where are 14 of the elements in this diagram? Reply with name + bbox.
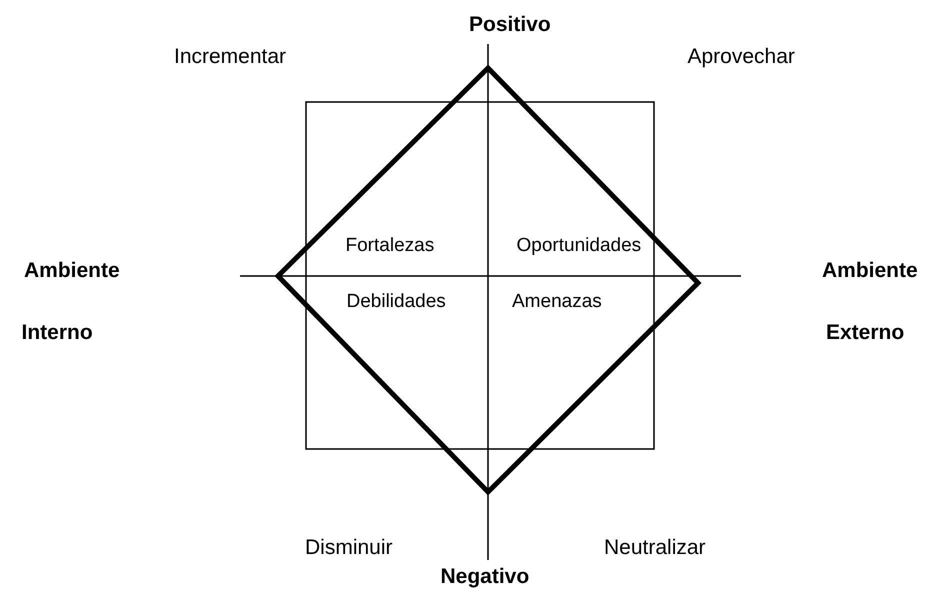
axis-label: Ambiente bbox=[822, 260, 918, 281]
quadrant-label: Debilidades bbox=[346, 292, 446, 311]
axis-label: Ambiente bbox=[24, 260, 120, 281]
quadrant-label: Amenazas bbox=[512, 292, 602, 311]
quadrant-action: Neutralizar bbox=[604, 537, 706, 558]
axis-label: Externo bbox=[826, 322, 904, 343]
quadrant-label: Oportunidades bbox=[516, 236, 642, 255]
quadrant-action: Aprovechar bbox=[688, 46, 795, 67]
axis-label: Negativo bbox=[440, 566, 530, 587]
quadrant-label: Fortalezas bbox=[346, 236, 434, 255]
quadrant-action: Incrementar bbox=[174, 46, 286, 67]
quadrant-action: Disminuir bbox=[305, 537, 393, 558]
axis-label: Positivo bbox=[469, 14, 551, 35]
axis-label: Interno bbox=[22, 322, 93, 343]
